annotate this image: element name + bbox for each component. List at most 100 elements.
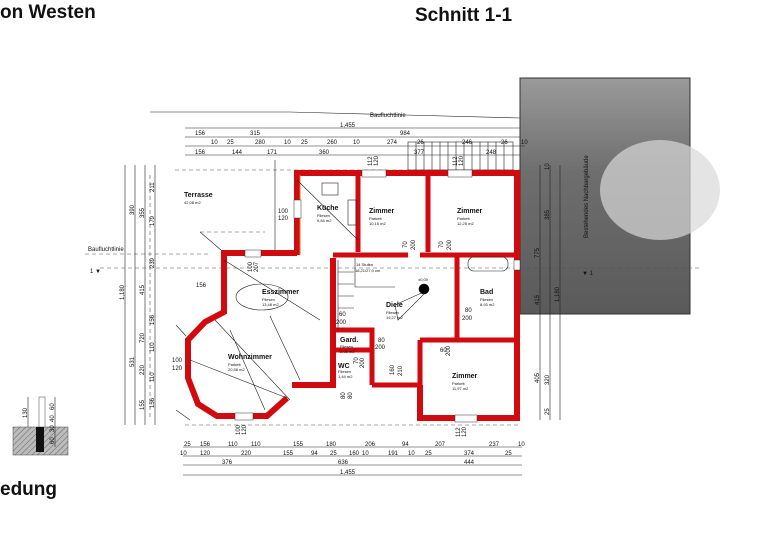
- plan-text: 200: [462, 316, 473, 322]
- plan-text: 156: [150, 397, 156, 408]
- plan-text: 360: [319, 150, 330, 156]
- plan-text: 1: [590, 271, 594, 277]
- building-lines: Baufluchtlinie Baufluchtlinie: [85, 111, 700, 426]
- plan-text: 100: [236, 424, 242, 435]
- plan-text: 191: [388, 451, 399, 457]
- plan-text: 156: [195, 150, 206, 156]
- section-marker-left: 1 ▼: [90, 269, 101, 275]
- plan-text: 171: [267, 150, 278, 156]
- plan-text: 155: [283, 451, 294, 457]
- section-title: Schnitt 1-1: [415, 5, 513, 26]
- plan-text: 110: [150, 342, 156, 352]
- plan-text: 200: [447, 239, 453, 250]
- plan-text: 156: [150, 314, 156, 325]
- plan-text: 200: [336, 320, 347, 326]
- plan-text: 10: [518, 442, 525, 448]
- plan-text: 160: [390, 364, 396, 375]
- detail-title: edung: [0, 479, 57, 500]
- plan-text: 156: [200, 442, 211, 448]
- plan-text: 1: [90, 269, 94, 275]
- dimensions-right: 775 385 415 1,180 405 320 25 10: [535, 163, 561, 420]
- plan-text: 636: [338, 460, 349, 466]
- plan-text: 70: [403, 241, 409, 248]
- plan-text: 25: [425, 451, 432, 457]
- plan-text: Fliesen: [480, 297, 493, 302]
- plan-text: 200: [360, 357, 366, 368]
- plan-text: 100: [172, 358, 183, 364]
- plan-text: 80: [465, 308, 472, 314]
- plan-text: Terrasse: [184, 192, 213, 199]
- plan-text: 120: [242, 424, 248, 435]
- plan-text: Parkett: [228, 362, 242, 367]
- plan-text: 30: [50, 425, 56, 432]
- plan-text: 25: [184, 442, 191, 448]
- plan-text: 112: [453, 156, 459, 166]
- plan-text: 775: [535, 247, 541, 258]
- plan-text: Zimmer: [369, 208, 395, 215]
- plan-text: 211: [150, 182, 156, 192]
- plan-text: 531: [130, 356, 136, 367]
- plan-text: 60: [50, 403, 56, 410]
- plan-text: 405: [535, 372, 541, 383]
- plan-text: 94: [402, 442, 409, 448]
- plan-text: 110: [228, 442, 238, 448]
- plan-text: 10: [284, 140, 291, 146]
- level-marker: ±0,00: [418, 277, 429, 282]
- building-line-label-top: Baufluchtlinie: [370, 113, 406, 119]
- plan-text: 180: [326, 442, 337, 448]
- section-marker-right: ▼ 1: [582, 271, 594, 277]
- plan-text: 112: [456, 427, 462, 437]
- plan-text: 130: [23, 407, 29, 418]
- dimensions-left: 390 355 211 179 1,180 415 239 720 531 22…: [120, 165, 156, 425]
- plan-text: 80: [341, 392, 347, 399]
- stairs-label: 14 Stufen: [356, 262, 373, 267]
- plan-text: 8,93 m2: [480, 302, 495, 307]
- plan-text: 320: [545, 374, 551, 385]
- plan-text: Fliesen: [340, 344, 353, 349]
- plan-text: 220: [140, 364, 146, 375]
- plan-text: 10: [353, 140, 360, 146]
- plan-text: 110: [150, 372, 156, 382]
- plan-text: 19,27 m2: [386, 315, 403, 320]
- plan-text: 720: [140, 332, 146, 343]
- plan-text: 20,58 m2: [228, 367, 245, 372]
- plan-text: 10: [211, 140, 218, 146]
- plan-text: 2,08 m2: [340, 349, 355, 354]
- plan-text: 120: [459, 155, 465, 166]
- plan-text: 156: [195, 131, 206, 137]
- plan-text: Küche: [317, 205, 339, 212]
- plan-text: 70: [354, 357, 360, 364]
- plan-text: 25: [545, 408, 551, 415]
- plan-text: 210: [398, 365, 404, 376]
- plan-text: 10,15 m2: [369, 221, 386, 226]
- neighbor-building: Bestehendes Nachbargebäude: [519, 77, 720, 315]
- plan-text: 984: [400, 131, 411, 137]
- plan-text: 144: [232, 150, 243, 156]
- view-title-west: on Westen: [0, 2, 96, 23]
- plan-text: 200: [375, 345, 386, 351]
- plan-text: Fliesen: [386, 310, 399, 315]
- plan-text: 390: [130, 204, 136, 215]
- plan-text: 120: [278, 216, 289, 222]
- plan-text: 60: [50, 437, 56, 444]
- plan-text: 112: [368, 156, 374, 166]
- plan-text: 315: [250, 131, 261, 137]
- plan-text: 120: [200, 451, 211, 457]
- plan-text: 94: [311, 451, 318, 457]
- plan-text: 42,08 m2: [184, 200, 201, 205]
- plan-text: 1,455: [340, 470, 356, 476]
- plan-text: 1,180: [555, 286, 561, 302]
- plan-text: 155: [293, 442, 304, 448]
- plan-text: 25: [505, 451, 512, 457]
- plan-text: 385: [545, 209, 551, 220]
- furniture: [189, 179, 509, 411]
